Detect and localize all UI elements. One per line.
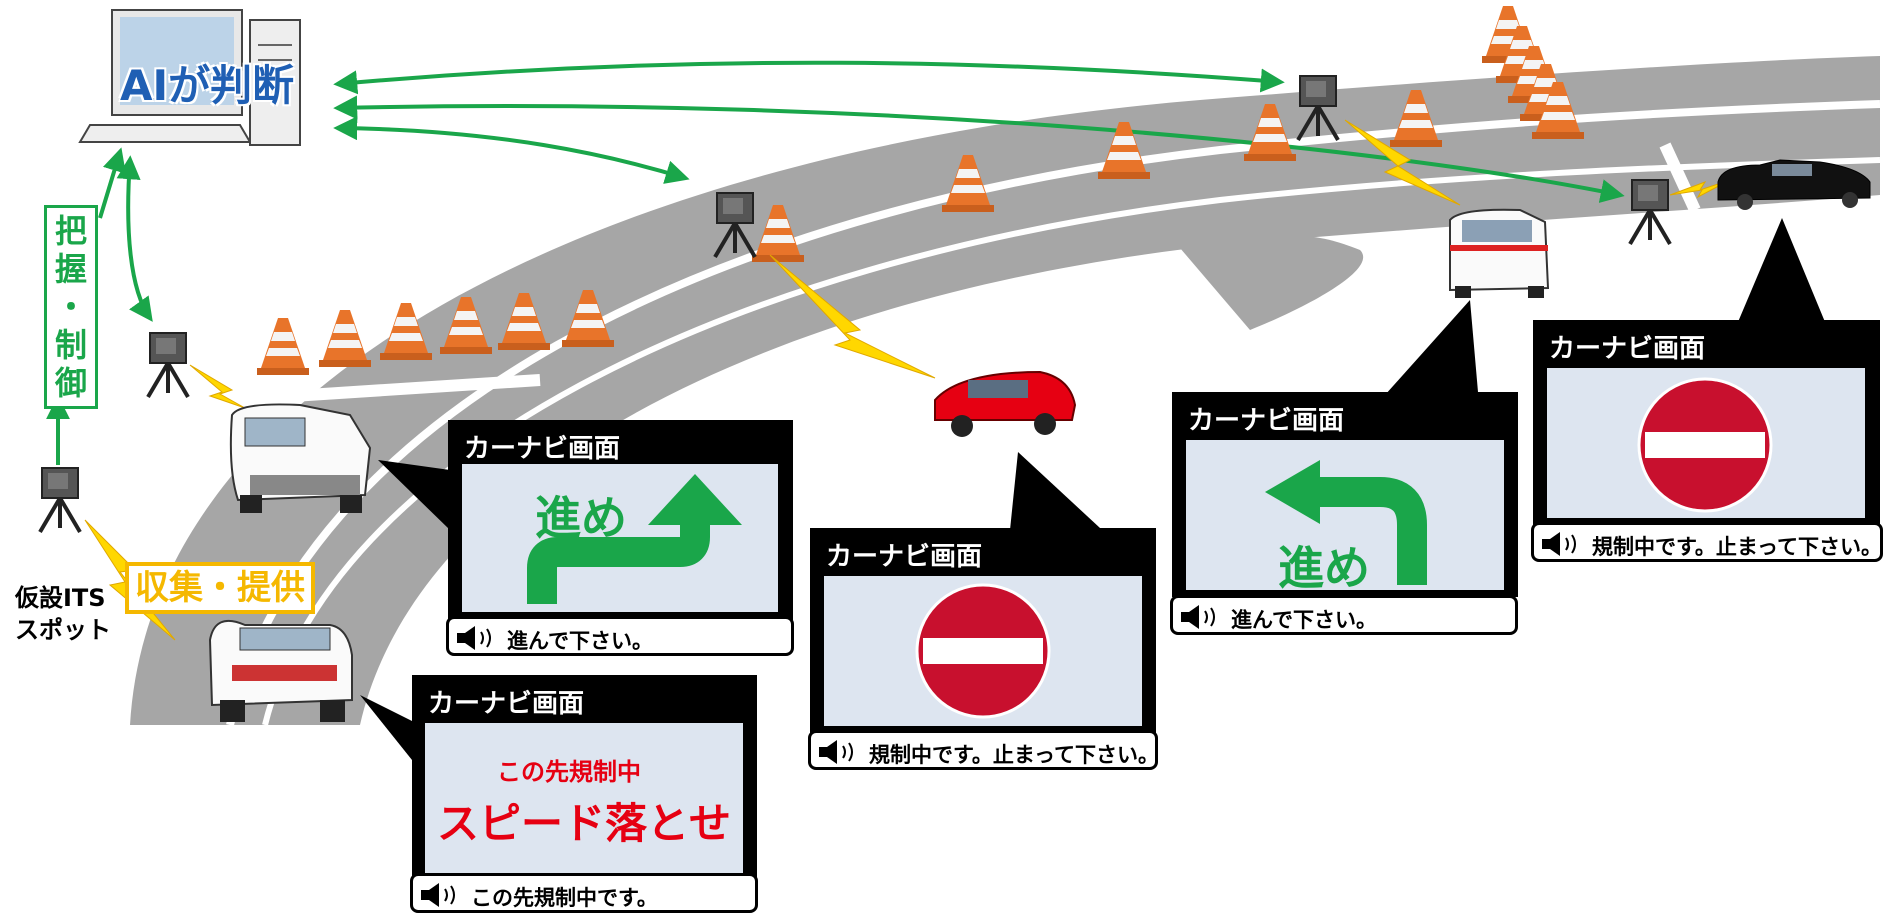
ai-judgement-label: AIが判断 <box>120 61 295 110</box>
white-sedan <box>208 620 353 722</box>
control-char: ・ <box>54 288 87 326</box>
navi-screen <box>425 723 743 875</box>
speaker-icon <box>1181 605 1215 629</box>
ambulance <box>1449 208 1550 298</box>
its-spot-label-line1: 仮設ITS <box>15 584 106 612</box>
red-wagon <box>934 370 1077 437</box>
panel-title: カーナビ画面 <box>1188 406 1345 436</box>
panel-title: カーナビ画面 <box>428 689 585 719</box>
voice-text: 進んで下さい。 <box>507 629 653 653</box>
computer-icon <box>78 9 301 146</box>
control-label: 把 握 ・ 制 御 <box>44 205 98 409</box>
voice-text: 規制中です。止まって下さい。 <box>869 743 1160 767</box>
communication-arrows <box>46 60 1625 465</box>
speaker-icon <box>421 883 455 907</box>
voice-text: この先規制中です。 <box>471 886 658 910</box>
black-sedan <box>1717 159 1871 210</box>
voice-text: 規制中です。止まって下さい。 <box>1592 535 1883 559</box>
voice-message-box: 規制中です。止まって下さい。 <box>1531 522 1883 562</box>
panel-title: カーナビ画面 <box>1549 334 1706 364</box>
speaker-icon <box>1542 532 1576 556</box>
navi-panel-slow-down: カーナビ画面 <box>412 675 757 885</box>
voice-message-box: 進んで下さい。 <box>446 616 794 656</box>
screen-go-text: 進め <box>535 491 627 545</box>
voice-text: 進んで下さい。 <box>1231 608 1377 632</box>
voice-message-box: 規制中です。止まって下さい。 <box>808 730 1160 770</box>
control-char: 把 <box>54 212 87 250</box>
screen-warning-line1: この先規制中 <box>497 758 641 786</box>
control-char: 御 <box>54 364 87 402</box>
voice-message-box: この先規制中です。 <box>410 873 758 913</box>
panel-title: カーナビ画面 <box>826 542 983 572</box>
navi-panel-stop: カーナビ画面 <box>810 528 1156 733</box>
screen-go-text: 進め <box>1278 541 1370 595</box>
its-spot-label-line2: スポット <box>15 616 111 644</box>
collect-provide-label: 収集・提供 <box>125 562 315 614</box>
navi-screen <box>1547 368 1865 518</box>
speaker-icon <box>819 740 853 764</box>
white-van <box>229 403 372 513</box>
screen-warning-line2: スピード落とせ <box>437 799 732 848</box>
control-char: 握 <box>54 250 87 288</box>
voice-message-box: 進んで下さい。 <box>1170 595 1518 635</box>
navi-panel-stop-2: カーナビ画面 <box>1533 320 1880 525</box>
speaker-icon <box>457 626 491 650</box>
panel-title: カーナビ画面 <box>464 434 621 464</box>
navi-screen <box>824 576 1142 726</box>
control-char: 制 <box>54 326 87 364</box>
speech-tails <box>360 218 1825 770</box>
